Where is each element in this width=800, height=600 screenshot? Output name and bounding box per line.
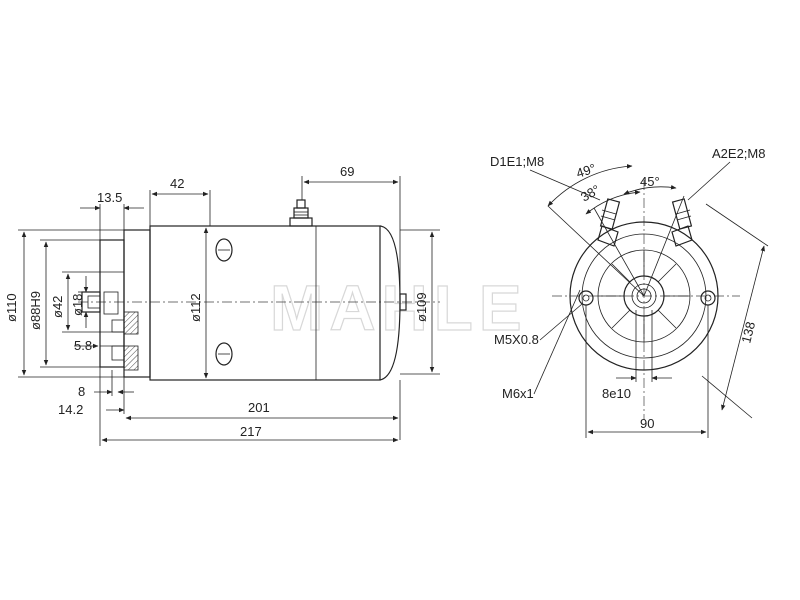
angle-38: 38° bbox=[578, 182, 603, 205]
label-d1e1-m8: D1E1;M8 bbox=[490, 154, 544, 169]
dim-dia-110: ø110 bbox=[4, 293, 19, 322]
terminal-a2e2 bbox=[671, 198, 693, 247]
dim-42: 42 bbox=[170, 176, 184, 191]
dim-90: 90 bbox=[640, 416, 654, 431]
label-m6x1: M6x1 bbox=[502, 386, 534, 401]
dim-dia-18: ø18 bbox=[70, 294, 85, 316]
terminal-d1e1 bbox=[597, 198, 621, 247]
end-view: 49° 38° 45° D1E1;M8 A2E2;M8 M5X0.8 M6x1 … bbox=[490, 146, 769, 438]
end-ribs bbox=[598, 250, 690, 342]
rear-stub bbox=[399, 293, 407, 311]
dim-8: 8 bbox=[78, 384, 85, 399]
dim-5-8: 5.8 bbox=[74, 338, 92, 353]
angle-49: 49° bbox=[574, 161, 597, 181]
label-a2e2-m8: A2E2;M8 bbox=[712, 146, 765, 161]
dim-201: 201 bbox=[248, 400, 270, 415]
angle-45: 45° bbox=[640, 174, 660, 189]
dim-13-5: 13.5 bbox=[97, 190, 122, 205]
dim-dia-88h9: ø88H9 bbox=[28, 291, 43, 330]
dim-69: 69 bbox=[340, 164, 354, 179]
motor-housing bbox=[149, 225, 381, 381]
dim-dia-109: ø109 bbox=[414, 292, 429, 322]
dim-217: 217 bbox=[240, 424, 262, 439]
dim-14-2: 14.2 bbox=[58, 402, 83, 417]
dim-138: 138 bbox=[738, 320, 758, 345]
mounting-screw-left bbox=[578, 290, 594, 306]
side-view: 13.5 42 69 ø110 ø88H9 ø42 ø18 bbox=[4, 164, 440, 446]
hatched-section-upper bbox=[123, 311, 139, 335]
watermark-logo: MAHLE bbox=[269, 271, 528, 344]
dim-dia-112: ø112 bbox=[188, 293, 203, 322]
mounting-screw-right bbox=[700, 290, 716, 306]
dim-dia-42: ø42 bbox=[50, 296, 65, 318]
screw-lower bbox=[215, 342, 233, 366]
end-outer-circle bbox=[569, 221, 719, 371]
hatched-section-lower bbox=[123, 345, 139, 371]
label-m5x0-8: M5X0.8 bbox=[494, 332, 539, 347]
watermark-text: MAHLE bbox=[270, 272, 528, 344]
dim-8e10: 8e10 bbox=[602, 386, 631, 401]
terminal-stud bbox=[289, 199, 313, 227]
screw-upper bbox=[215, 238, 233, 262]
